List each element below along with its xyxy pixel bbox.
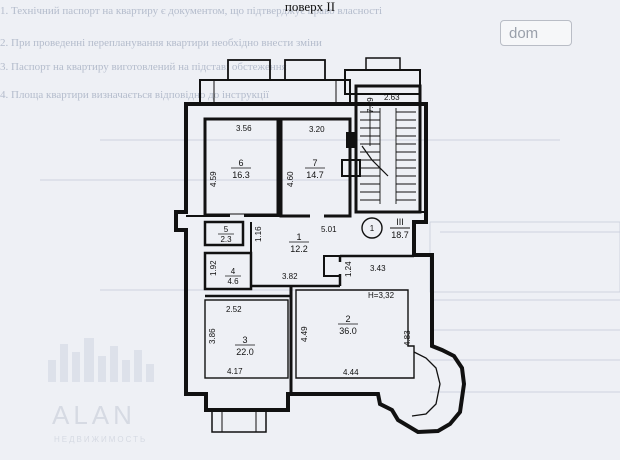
- floor-title: поверх II: [284, 0, 336, 14]
- dim-label: 4.17: [227, 367, 243, 376]
- dim-label: 3.20: [309, 125, 325, 134]
- form-line-1: 1. Технічний паспорт на квартиру є докум…: [0, 5, 382, 17]
- dim-label: 2.63: [384, 93, 400, 102]
- form-line-3: 3. Паспорт на квартиру виготовлений на п…: [0, 61, 287, 73]
- stair-circle-marker: [361, 217, 383, 239]
- room-6-area: 16.3: [232, 170, 250, 180]
- dim-label: 1.92: [209, 260, 218, 276]
- stair-area: 18.7: [391, 230, 409, 240]
- room-5-walls: [203, 220, 245, 247]
- dim-label: 4.44: [343, 368, 359, 377]
- dim-label: 7.49: [366, 97, 375, 113]
- room-2-inner: [295, 289, 415, 379]
- room-5-area: 2.3: [220, 235, 232, 244]
- room-6-number: 6: [238, 158, 243, 168]
- dim-label: 4.83: [403, 330, 412, 346]
- form-line-4: 4. Площа квартири визначається відповідн…: [0, 89, 270, 101]
- room-3-area: 22.0: [236, 347, 254, 357]
- room-labels: 6 16.3 7 14.7 5 2.3 1 12.2 4 4.6 3 22.0 …: [218, 158, 409, 357]
- room-2-area: 36.0: [339, 326, 357, 336]
- dim-label: 2.52: [226, 305, 242, 314]
- top-window-bay-right: [284, 59, 326, 81]
- stair-treads: [360, 106, 416, 204]
- stair-number: 1: [370, 224, 375, 233]
- dim-label: 4.60: [286, 171, 295, 187]
- room-4-walls: [203, 251, 253, 291]
- dim-label: 4.49: [300, 326, 309, 342]
- top-window-bay-left: [227, 59, 271, 81]
- dim-label: 3.86: [208, 328, 217, 344]
- dimension-labels: 3.56 3.20 4.59 4.60 7.49 2.63 5.01 1.16 …: [208, 93, 412, 377]
- ceiling-height: H=3,32: [368, 291, 395, 300]
- dim-label: 1.24: [344, 261, 353, 277]
- dim-label: 3.82: [282, 272, 298, 281]
- room-7-area: 14.7: [306, 170, 324, 180]
- room-1-area: 12.2: [290, 244, 308, 254]
- room-5-number: 5: [224, 225, 229, 234]
- dim-label: 4.59: [209, 171, 218, 187]
- room-2-number: 2: [345, 314, 350, 324]
- stair-label: III: [396, 217, 404, 227]
- watermark-tagline: НЕДВИЖИМОСТЬ: [54, 435, 147, 444]
- room-7-number: 7: [312, 158, 317, 168]
- dim-label: 3.43: [370, 264, 386, 273]
- form-line-2: 2. При проведенні перепланування квартир…: [0, 37, 322, 49]
- dim-label: 5.01: [321, 225, 337, 234]
- floor-plan: [174, 57, 467, 435]
- watermark-brand: ALAN: [52, 400, 136, 430]
- dim-label: 1.16: [254, 226, 263, 242]
- room-1-number: 1: [296, 232, 301, 242]
- room-4-number: 4: [231, 267, 236, 276]
- outer-wall: [174, 102, 467, 435]
- room-4-area: 4.6: [227, 277, 239, 286]
- room-3-number: 3: [242, 335, 247, 345]
- room-3-inner: [204, 299, 289, 379]
- dim-label: 3.56: [236, 124, 252, 133]
- background-form: 1. Технічний паспорт на квартиру є докум…: [0, 5, 620, 393]
- alan-watermark: ALAN НЕДВИЖИМОСТЬ: [48, 338, 154, 444]
- dom-site-badge: dom: [500, 20, 572, 46]
- bottom-window-bay: [211, 409, 267, 433]
